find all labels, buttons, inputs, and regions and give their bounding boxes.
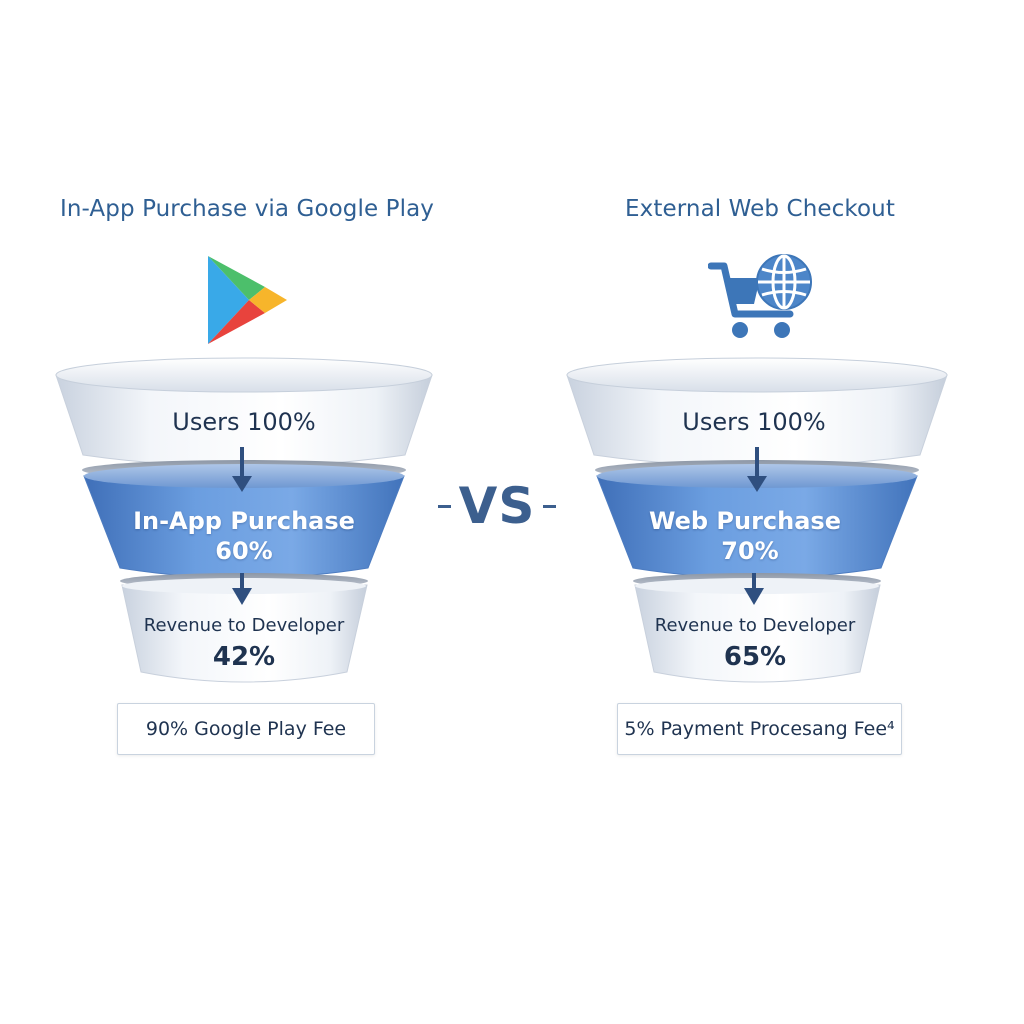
left-users-label: Users 100% <box>172 408 316 436</box>
right-revenue-value: 65% <box>723 642 787 672</box>
cart-globe-icon <box>707 252 814 344</box>
left-funnel <box>55 357 433 683</box>
right-purchase-value: 70% <box>721 537 779 565</box>
left-purchase-label: In-App Purchase <box>133 507 355 535</box>
left-fee-box: 90% Google Play Fee <box>117 703 375 755</box>
vs-divider: VS <box>430 476 564 536</box>
left-fee-label: 90% Google Play Fee <box>145 718 347 740</box>
left-revenue-value: 42% <box>212 642 276 672</box>
right-funnel <box>566 357 948 683</box>
right-fee-box: 5% Payment Procesang Fee⁴ <box>617 703 902 755</box>
left-panel-title: In-App Purchase via Google Play <box>59 196 435 222</box>
vs-left-dash <box>438 504 451 508</box>
left-purchase-value: 60% <box>215 537 273 565</box>
right-panel-title: External Web Checkout <box>625 196 895 222</box>
google-play-icon <box>205 254 289 346</box>
vs-label: VS <box>458 477 536 535</box>
vs-right-dash <box>543 504 556 508</box>
left-revenue-label: Revenue to Developer <box>143 615 345 636</box>
right-purchase-label: Web Purchase <box>648 507 841 535</box>
right-users-label: Users 100% <box>682 408 826 436</box>
right-fee-label: 5% Payment Procesang Fee⁴ <box>624 718 895 740</box>
right-revenue-label: Revenue to Developer <box>654 615 856 636</box>
